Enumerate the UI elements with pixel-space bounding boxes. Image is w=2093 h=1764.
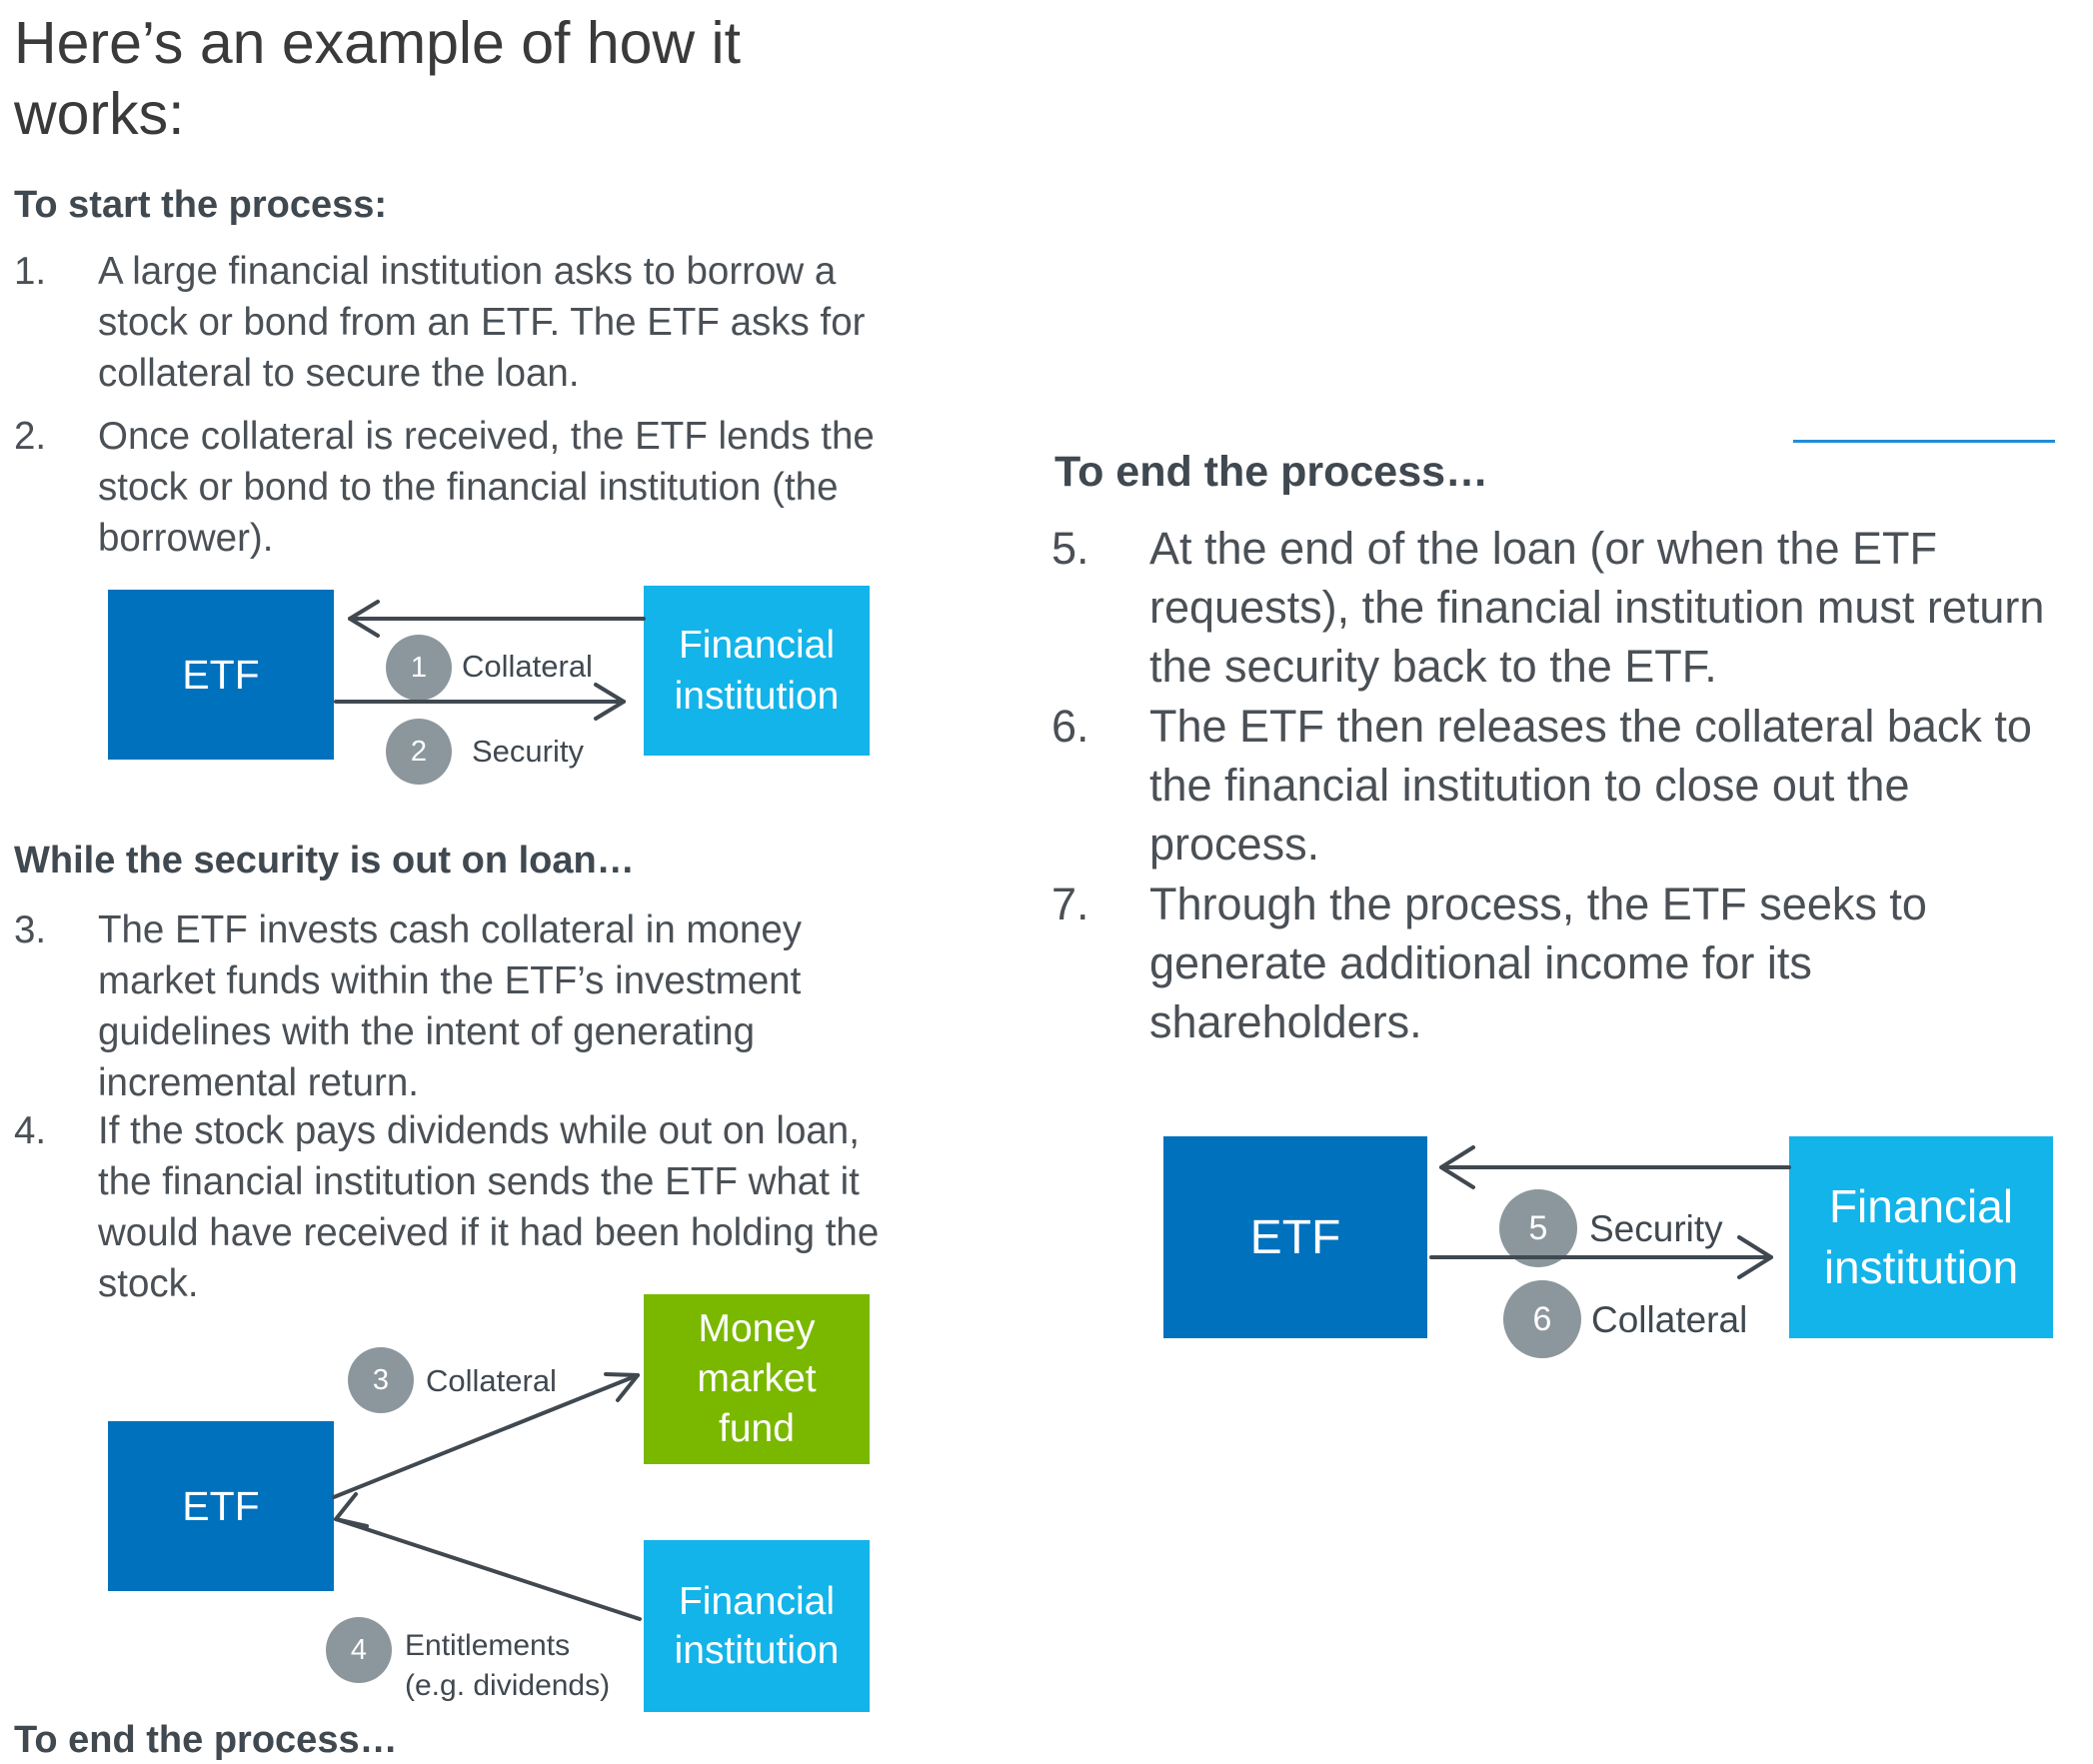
financial-institution-label-line2: institution	[674, 675, 840, 718]
list-number: 4.	[14, 1109, 47, 1152]
etf-box-label: ETF	[1249, 1210, 1341, 1264]
step-6-label: Collateral	[1591, 1299, 1748, 1340]
list-text: The ETF then releases the collateral bac…	[1149, 701, 2032, 870]
arrow-head	[604, 1372, 640, 1402]
etf-box: ETF	[108, 590, 334, 760]
list-text: If the stock pays dividends while out on…	[98, 1109, 880, 1305]
step-4-badge: 4	[326, 1617, 392, 1683]
financial-institution-label-line1: Financial	[678, 624, 836, 667]
financial-institution-box: Financial institution	[644, 586, 870, 756]
money-market-fund-label-line3: fund	[719, 1407, 795, 1450]
list-number: 3.	[14, 908, 47, 951]
list-item-1: 1. A large financial institution asks to…	[14, 246, 884, 399]
start-process-heading: To start the process:	[14, 184, 388, 226]
list-item-3: 3. The ETF invests cash collateral in mo…	[14, 904, 884, 1108]
step-1-label: Collateral	[462, 649, 593, 684]
etf-box-label: ETF	[182, 651, 260, 698]
step-3-label: Collateral	[426, 1363, 557, 1398]
loan-heading: While the security is out on loan…	[14, 840, 635, 882]
list-item-4: 4. If the stock pays dividends while out…	[14, 1105, 884, 1309]
step-4-label-line1: Entitlements	[405, 1629, 571, 1662]
list-text: A large financial institution asks to bo…	[98, 250, 866, 395]
arrow-head	[1439, 1145, 1475, 1189]
list-item-2: 2. Once collateral is received, the ETF …	[14, 411, 884, 564]
page-title: Here’s an example of how it works:	[14, 10, 741, 147]
step-2-badge: 2	[386, 719, 452, 785]
money-market-fund-box: Money market fund	[644, 1294, 870, 1464]
end-process-heading: To end the process…	[1054, 448, 1489, 496]
list-text: Through the process, the ETF seeks to ge…	[1149, 879, 1927, 1047]
etf-box-label: ETF	[182, 1482, 260, 1529]
money-market-fund-label-line1: Money	[698, 1307, 816, 1350]
list-item-5: 5. At the end of the loan (or when the E…	[1051, 519, 2081, 696]
arrow-head	[334, 1492, 369, 1528]
list-number: 6.	[1051, 701, 1089, 752]
financial-institution-label-line2: institution	[1823, 1241, 2019, 1293]
step-4-label-line2: (e.g. dividends)	[405, 1669, 611, 1702]
arrow-head	[594, 683, 626, 721]
etf-box: ETF	[1163, 1136, 1427, 1338]
financial-institution-box: Financial institution	[644, 1540, 870, 1712]
arrow-head	[1737, 1235, 1773, 1279]
financial-institution-box: Financial institution	[1789, 1136, 2053, 1338]
financial-institution-label-line1: Financial	[1828, 1180, 2014, 1232]
list-text: Once collateral is received, the ETF len…	[98, 415, 875, 560]
step-5-label: Security	[1589, 1208, 1723, 1249]
step-1-badge: 1	[386, 635, 452, 701]
step-3-badge: 3	[348, 1347, 414, 1413]
financial-institution-label-line1: Financial	[678, 1580, 836, 1623]
list-number: 5.	[1051, 523, 1089, 574]
end-process-heading-left: To end the process…	[14, 1719, 398, 1761]
etf-box: ETF	[108, 1421, 334, 1591]
list-text: At the end of the loan (or when the ETF …	[1149, 523, 2045, 692]
list-number: 7.	[1051, 879, 1089, 929]
list-text: The ETF invests cash collateral in money…	[98, 908, 802, 1104]
step-4-label: Entitlements (e.g. dividends)	[405, 1626, 610, 1706]
list-item-6: 6. The ETF then releases the collateral …	[1051, 697, 2081, 874]
accent-rule	[1793, 440, 2055, 443]
money-market-fund-label-line2: market	[697, 1357, 817, 1400]
step-6-badge: 6	[1503, 1280, 1581, 1358]
list-number: 1.	[14, 250, 47, 293]
list-number: 2.	[14, 415, 47, 458]
entitlements-arrow	[334, 1517, 642, 1621]
list-item-7: 7. Through the process, the ETF seeks to…	[1051, 875, 2081, 1051]
financial-institution-label-line2: institution	[674, 1629, 840, 1672]
step-5-badge: 5	[1499, 1189, 1577, 1267]
step-2-label: Security	[472, 734, 584, 769]
arrow-head	[348, 600, 380, 638]
